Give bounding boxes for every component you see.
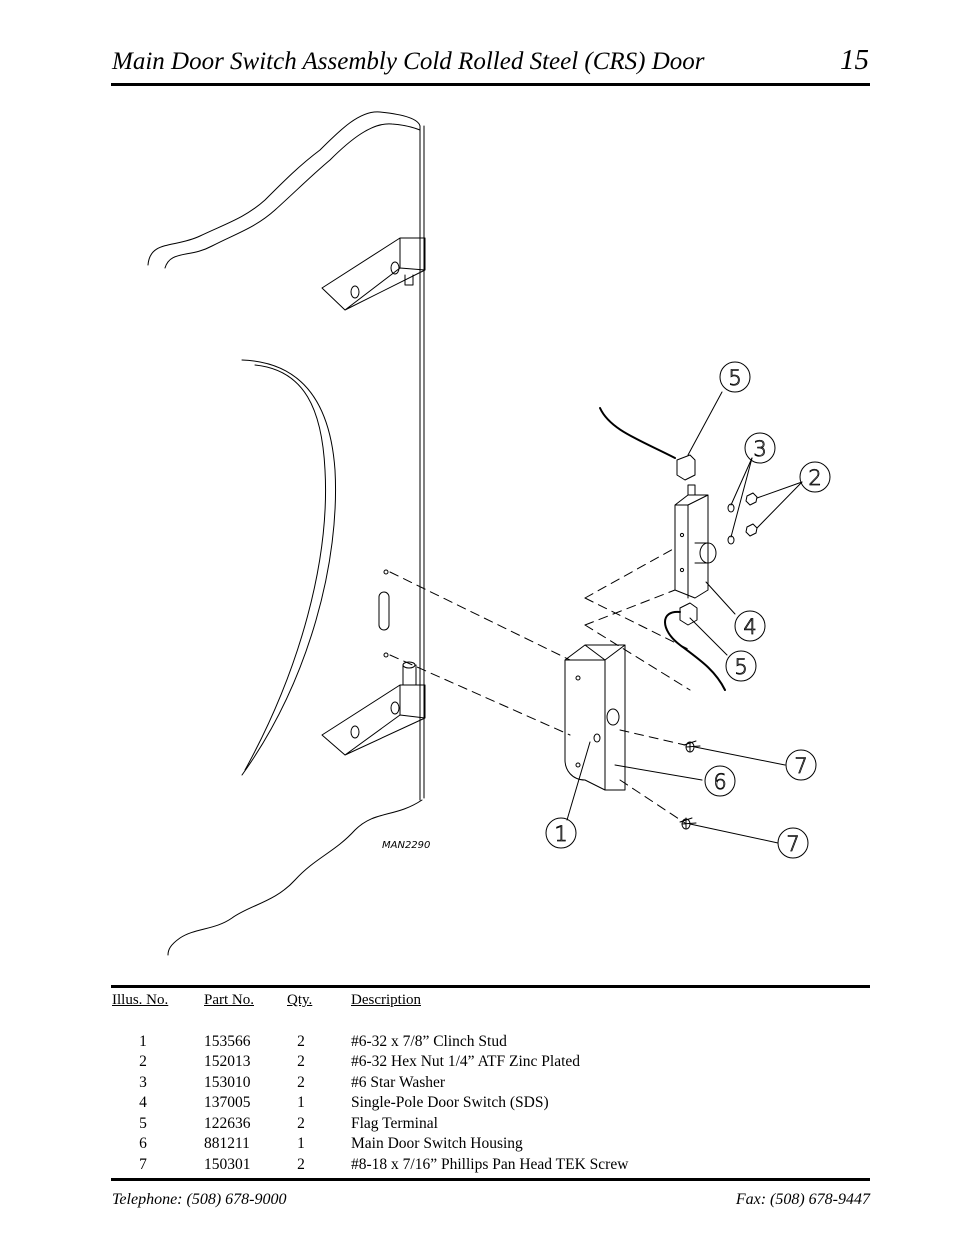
description: Single-Pole Door Switch (SDS) [351, 1094, 549, 1111]
table-row: 3 153010 2 #6 Star Washer [0, 1074, 954, 1094]
callout-label: 7 [786, 832, 799, 856]
table-row: 4 137005 1 Single-Pole Door Switch (SDS) [0, 1094, 954, 1114]
upper-bracket [321, 237, 426, 311]
door-panel-bottom-break [167, 799, 423, 956]
qty: 2 [297, 1156, 305, 1173]
screw-lower [679, 817, 697, 830]
illus-no: 7 [139, 1156, 147, 1173]
qty: 2 [297, 1074, 305, 1091]
footer-rule [111, 1178, 870, 1181]
callout-label: 3 [753, 437, 766, 461]
illus-no: 2 [139, 1053, 147, 1070]
col-header-description: Description [351, 992, 421, 1008]
table-row: 7 150301 2 #8-18 x 7/16” Phillips Pan He… [0, 1156, 954, 1176]
lower-bracket [321, 684, 426, 756]
telephone-text: Telephone: (508) 678-9000 [112, 1191, 287, 1208]
description: #6-32 Hex Nut 1/4” ATF Zinc Plated [351, 1053, 581, 1070]
header-rule [111, 83, 870, 86]
qty: 2 [297, 1053, 305, 1070]
screw-upper [683, 740, 701, 753]
qty: 1 [297, 1094, 305, 1111]
illus-no: 3 [139, 1074, 147, 1091]
callout-label: 6 [713, 770, 726, 794]
callout-label: 5 [734, 655, 747, 679]
table-row: 5 122636 2 Flag Terminal [0, 1115, 954, 1135]
part-no: 881211 [204, 1135, 250, 1152]
part-no: 150301 [204, 1156, 251, 1173]
door-panel-top-break-inner [164, 123, 421, 269]
callout-label: 2 [808, 466, 821, 490]
part-no: 153010 [204, 1074, 251, 1091]
fax-text: Fax: (508) 678-9447 [735, 1191, 870, 1208]
illus-no: 4 [139, 1094, 147, 1111]
part-no: 152013 [204, 1053, 251, 1070]
switch-housing [564, 644, 626, 791]
qty: 2 [297, 1115, 305, 1132]
flag-terminal-lower [679, 602, 698, 626]
callout-label: 7 [794, 754, 807, 778]
door-switch [674, 494, 709, 599]
page-title: Main Door Switch Assembly Cold Rolled St… [112, 48, 705, 75]
description: #6-32 x 7/8” Clinch Stud [351, 1033, 507, 1050]
description: Main Door Switch Housing [351, 1135, 523, 1152]
table-top-rule [111, 985, 870, 988]
table-row: 2 152013 2 #6-32 Hex Nut 1/4” ATF Zinc P… [0, 1053, 954, 1073]
table-row: 6 881211 1 Main Door Switch Housing [0, 1135, 954, 1155]
door-panel-cutout-arc-inner [244, 364, 327, 771]
description: Flag Terminal [351, 1115, 438, 1132]
door-slot [378, 591, 390, 631]
qty: 2 [297, 1033, 305, 1050]
drawing-code: MAN2290 [382, 840, 430, 851]
col-header-qty: Qty. [287, 992, 313, 1008]
flag-terminal-upper [676, 454, 696, 481]
page-number: 15 [840, 44, 869, 76]
illus-no: 5 [139, 1115, 147, 1132]
illus-no: 6 [139, 1135, 147, 1152]
col-header-part-no: Part No. [204, 992, 254, 1008]
description: #8-18 x 7/16” Phillips Pan Head TEK Scre… [351, 1156, 629, 1173]
assembly-diagram: 5 3 2 4 5 7 6 1 7 MAN2290 [147, 111, 831, 956]
callout-label: 1 [554, 822, 567, 846]
col-header-illus-no: Illus. No. [112, 992, 169, 1008]
illus-no: 1 [139, 1033, 147, 1050]
qty: 1 [297, 1135, 305, 1152]
door-panel-cutout-arc [241, 359, 336, 776]
callout-label: 4 [743, 615, 756, 639]
part-no: 122636 [204, 1115, 251, 1132]
table-row: 1 153566 2 #6-32 x 7/8” Clinch Stud [0, 1033, 954, 1053]
door-panel-top-break [147, 111, 421, 266]
part-no: 137005 [204, 1094, 251, 1111]
description: #6 Star Washer [351, 1074, 446, 1091]
callout-label: 5 [728, 366, 741, 390]
part-no: 153566 [204, 1033, 251, 1050]
